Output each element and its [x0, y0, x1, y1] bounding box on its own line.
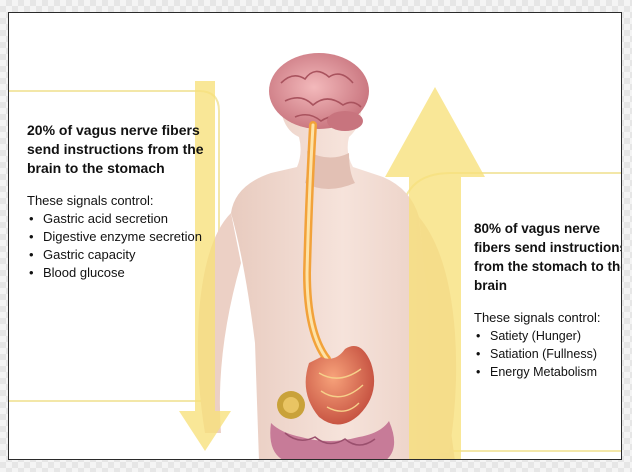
- left-panel-subheading: These signals control:: [27, 192, 223, 210]
- left-panel-list: Gastric acid secretion Digestive enzyme …: [27, 210, 223, 282]
- list-item: Satiety (Hunger): [474, 327, 622, 345]
- list-item: Gastric capacity: [27, 246, 223, 264]
- list-item: Satiation (Fullness): [474, 345, 622, 363]
- right-panel-heading: 80% of vagus nerve fibers send instructi…: [474, 219, 622, 295]
- list-item: Digestive enzyme secretion: [27, 228, 223, 246]
- right-panel-list: Satiety (Hunger) Satiation (Fullness) En…: [474, 327, 622, 381]
- list-item: Energy Metabolism: [474, 363, 622, 381]
- list-item: Blood glucose: [27, 264, 223, 282]
- slide: 20% of vagus nerve fibers send instructi…: [8, 12, 622, 460]
- right-panel-subheading: These signals control:: [474, 309, 622, 327]
- right-text-panel: 80% of vagus nerve fibers send instructi…: [474, 219, 622, 381]
- left-panel-heading: 20% of vagus nerve fibers send instructi…: [27, 121, 223, 178]
- list-item: Gastric acid secretion: [27, 210, 223, 228]
- left-text-panel: 20% of vagus nerve fibers send instructi…: [27, 121, 223, 282]
